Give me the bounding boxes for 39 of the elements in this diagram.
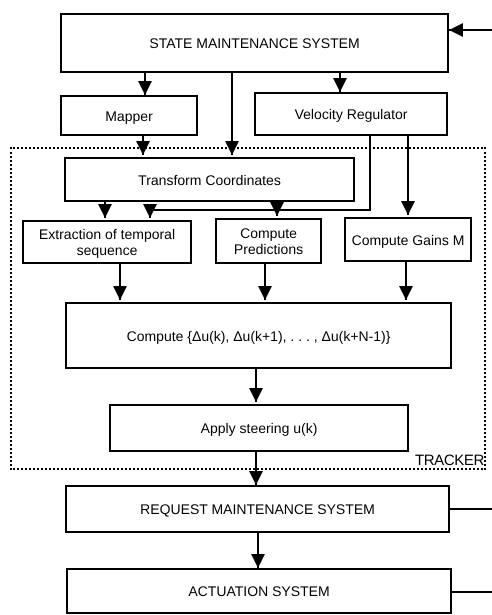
tracker-group-border — [10, 147, 486, 470]
process-box — [60, 13, 449, 73]
arrow — [98, 200, 112, 218]
group-label: TRACKER — [414, 453, 484, 468]
box-label: Extraction of temporal sequence — [38, 226, 176, 258]
box-label: Mapper — [105, 108, 153, 124]
box-label: STATE MAINTENANCE SYSTEM — [149, 35, 360, 51]
arrow — [333, 73, 347, 92]
process-box — [64, 157, 355, 202]
process-box — [22, 220, 192, 264]
box-label: Compute {Δu(k), Δu(k+1), . . . , Δu(k+N-1)} — [126, 328, 390, 344]
box-label: Apply steering u(k) — [200, 420, 318, 436]
arrow — [449, 23, 492, 37]
process-box — [215, 218, 322, 264]
box-label: Compute Predictions — [232, 225, 304, 257]
arrow — [113, 262, 127, 300]
arrow — [251, 533, 265, 568]
arrow — [258, 262, 272, 300]
arrow — [270, 200, 284, 216]
arrow — [399, 260, 413, 300]
box-label: ACTUATION SYSTEM — [188, 583, 330, 599]
arrow — [138, 73, 152, 95]
process-box — [344, 217, 472, 262]
arrow — [225, 73, 239, 155]
process-box — [60, 95, 198, 136]
process-box — [66, 568, 452, 614]
arrow — [136, 136, 150, 155]
process-box — [65, 485, 450, 533]
arrow — [249, 450, 263, 485]
process-box — [109, 404, 409, 452]
process-box — [65, 302, 452, 369]
arrow — [249, 367, 263, 402]
box-label: REQUEST MAINTENANCE SYSTEM — [140, 501, 375, 517]
process-box — [254, 92, 448, 136]
arrow — [143, 136, 371, 218]
box-label: Velocity Regulator — [294, 106, 408, 122]
box-label: Transform Coordinates — [138, 172, 281, 188]
arrow — [401, 136, 415, 215]
box-label: Compute Gains M — [352, 232, 464, 248]
